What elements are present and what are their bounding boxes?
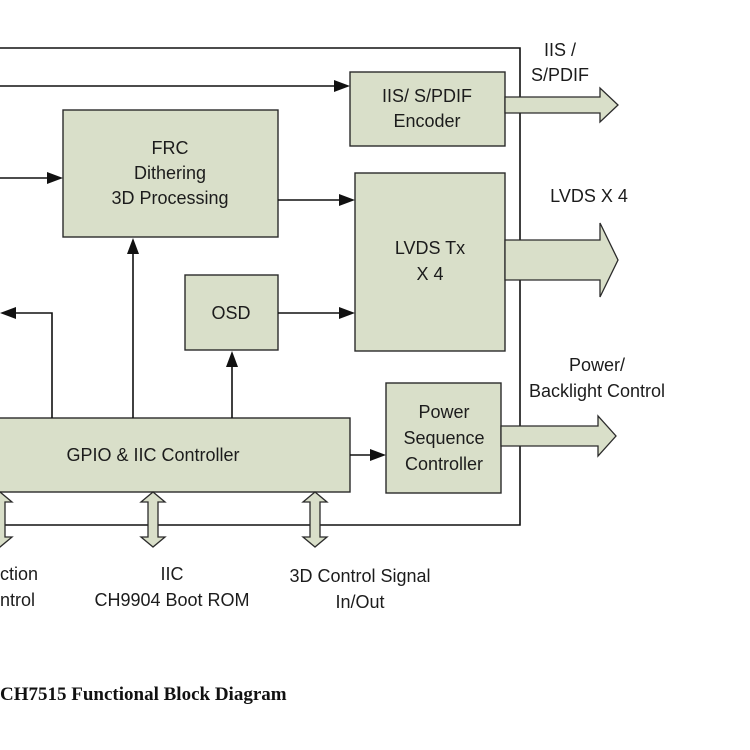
lvds-tx-line-2: X 4 bbox=[416, 264, 443, 284]
arrow-input-to-frc bbox=[0, 172, 63, 184]
function-control-label-1: ction bbox=[0, 564, 38, 584]
diagram-caption: CH7515 Functional Block Diagram bbox=[0, 684, 287, 705]
gpio-iic-controller-block: GPIO & IIC Controller bbox=[0, 417, 351, 493]
frc-block-line-2: Dithering bbox=[134, 163, 206, 183]
iic-label-1: IIC bbox=[160, 564, 183, 584]
3d-control-label-1: 3D Control Signal bbox=[289, 566, 430, 586]
iis-output-label-1: IIS / bbox=[544, 40, 576, 60]
gpio-block-label: GPIO & IIC Controller bbox=[66, 445, 239, 465]
lvds-output-arrow bbox=[504, 222, 619, 298]
iis-spdif-encoder-block: IIS/ S/PDIF Encoder bbox=[349, 71, 506, 147]
function-control-label-2: ntrol bbox=[0, 590, 35, 610]
arrow-gpio-to-osd bbox=[226, 351, 238, 418]
lvds-tx-block: LVDS Tx X 4 bbox=[354, 172, 506, 352]
power-sequence-controller-block: Power Sequence Controller bbox=[385, 382, 502, 494]
bottom-left-bus-arrow bbox=[0, 491, 14, 548]
iic-bus-arrow bbox=[139, 491, 167, 548]
lvds-output-label: LVDS X 4 bbox=[550, 186, 628, 206]
lvds-tx-line-1: LVDS Tx bbox=[395, 238, 465, 258]
iis-spdif-output-arrow bbox=[504, 86, 619, 124]
3d-control-bus-arrow bbox=[301, 491, 329, 548]
arrow-frc-to-lvds bbox=[278, 194, 355, 206]
power-seq-line-1: Power bbox=[418, 402, 469, 422]
arrow-osd-to-lvds bbox=[278, 307, 355, 319]
power-seq-line-3: Controller bbox=[405, 454, 483, 474]
power-seq-line-2: Sequence bbox=[403, 428, 484, 448]
arrow-input-to-iis-encoder bbox=[0, 80, 350, 92]
iis-encoder-line-1: IIS/ S/PDIF bbox=[382, 86, 472, 106]
arrow-gpio-to-power-seq bbox=[350, 449, 386, 461]
iis-output-label-2: S/PDIF bbox=[531, 65, 589, 85]
frc-block-line-3: 3D Processing bbox=[111, 188, 228, 208]
power-backlight-output-arrow bbox=[500, 414, 617, 458]
iis-encoder-line-2: Encoder bbox=[393, 111, 460, 131]
frc-block-line-1: FRC bbox=[152, 138, 189, 158]
frc-block: FRC Dithering 3D Processing bbox=[62, 109, 279, 238]
3d-control-label-2: In/Out bbox=[335, 592, 384, 612]
osd-block-label: OSD bbox=[211, 303, 250, 323]
arrow-gpio-to-left bbox=[0, 307, 53, 418]
power-output-label-1: Power/ bbox=[569, 355, 625, 375]
iic-label-2: CH9904 Boot ROM bbox=[94, 590, 249, 610]
power-output-label-2: Backlight Control bbox=[529, 381, 665, 401]
chip-boundary bbox=[0, 47, 521, 526]
osd-block: OSD bbox=[184, 274, 279, 351]
arrow-gpio-to-frc bbox=[127, 238, 139, 418]
